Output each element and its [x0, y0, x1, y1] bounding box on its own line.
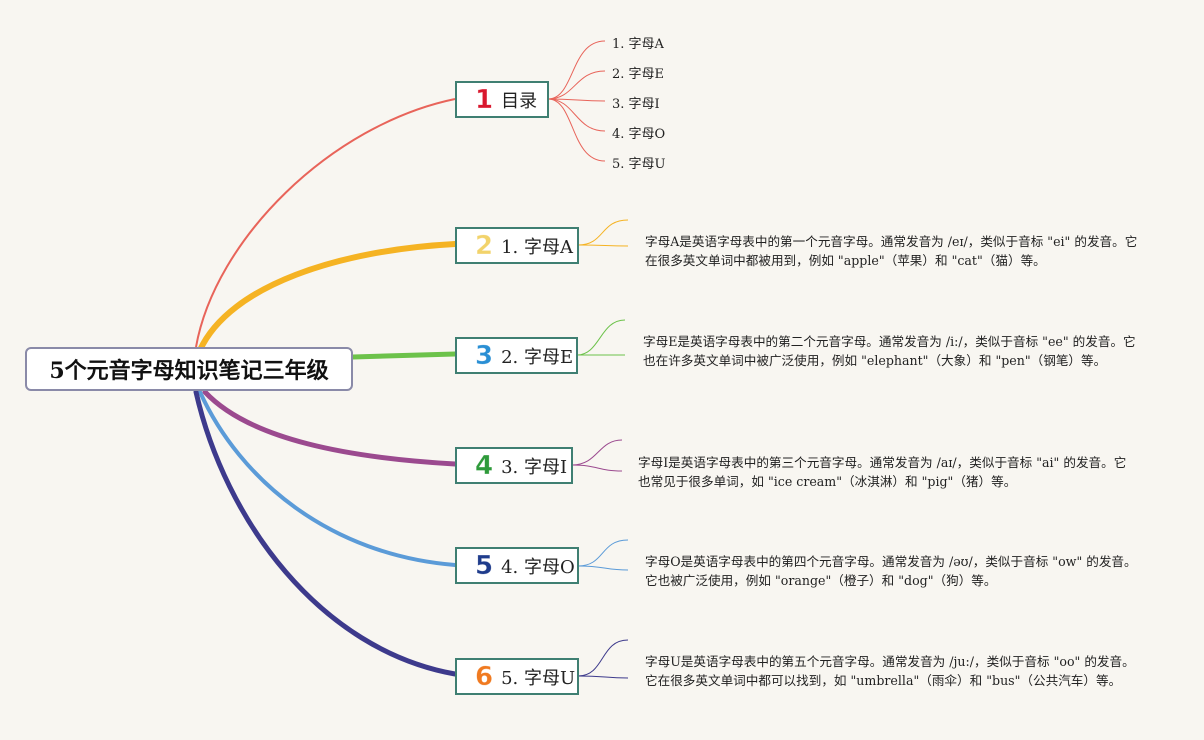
number-3-icon: 3 — [475, 340, 494, 371]
branch-label: 3. 字母I — [501, 456, 568, 478]
toc-item[interactable]: 1. 字母A — [612, 37, 664, 52]
branch-description-i: 字母I是英语字母表中的第三个元音字母。通常发音为 /aɪ/，类似于音标 "ai"… — [638, 455, 1127, 489]
desc-connector-5 — [577, 639, 629, 679]
desc-connector-1 — [577, 219, 629, 247]
toc-item[interactable]: 2. 字母E — [612, 67, 665, 82]
branch-node-e[interactable]: 3 2. 字母E — [455, 337, 578, 374]
number-2-icon: 2 — [475, 230, 494, 261]
branch-node-u[interactable]: 6 5. 字母U — [455, 658, 579, 695]
toc-label: 目录 — [501, 90, 538, 112]
branch-description-e: 字母E是英语字母表中的第二个元音字母。通常发音为 /i:/，类似于音标 "ee"… — [643, 334, 1136, 368]
branch-label: 2. 字母E — [501, 346, 574, 368]
connector-branch-2 — [350, 351, 458, 360]
number-6-icon: 6 — [475, 661, 494, 692]
branch-node-o[interactable]: 5 4. 字母O — [455, 547, 579, 584]
branch-label: 4. 字母O — [501, 556, 575, 578]
branch-node-a[interactable]: 2 1. 字母A — [455, 227, 579, 264]
desc-connector-2 — [576, 319, 626, 356]
connector-branch-1 — [197, 241, 458, 353]
branch-label: 1. 字母A — [501, 236, 573, 258]
number-1-icon: 1 — [475, 84, 494, 115]
connector-branch-4 — [198, 390, 457, 567]
connector-toc — [195, 98, 456, 348]
connector-branch-3 — [202, 389, 458, 467]
number-4-icon: 4 — [475, 450, 494, 481]
connector-branch-5 — [193, 389, 458, 677]
branch-label: 5. 字母U — [501, 667, 576, 689]
number-5-icon: 5 — [475, 550, 494, 581]
toc-item[interactable]: 4. 字母O — [612, 127, 666, 142]
branch-description-u: 字母U是英语字母表中的第五个元音字母。通常发音为 /ju:/，类似于音标 "oo… — [645, 654, 1135, 688]
desc-connector-3 — [571, 439, 623, 472]
branch-description-o: 字母O是英语字母表中的第四个元音字母。通常发音为 /əʊ/，类似于音标 "ow"… — [645, 554, 1137, 588]
root-node[interactable]: 5个元音字母知识笔记三年级 — [25, 347, 353, 391]
toc-item[interactable]: 3. 字母I — [612, 97, 660, 112]
toc-fan-connectors — [547, 40, 606, 162]
branch-description-a: 字母A是英语字母表中的第一个元音字母。通常发音为 /eɪ/，类似于音标 "ei"… — [645, 234, 1138, 268]
toc-node[interactable]: 1 目录 — [455, 81, 549, 118]
root-title: 5个元音字母知识笔记三年级 — [49, 358, 329, 384]
branch-node-i[interactable]: 4 3. 字母I — [455, 447, 573, 484]
desc-connector-4 — [577, 539, 629, 571]
toc-item[interactable]: 5. 字母U — [612, 157, 666, 172]
